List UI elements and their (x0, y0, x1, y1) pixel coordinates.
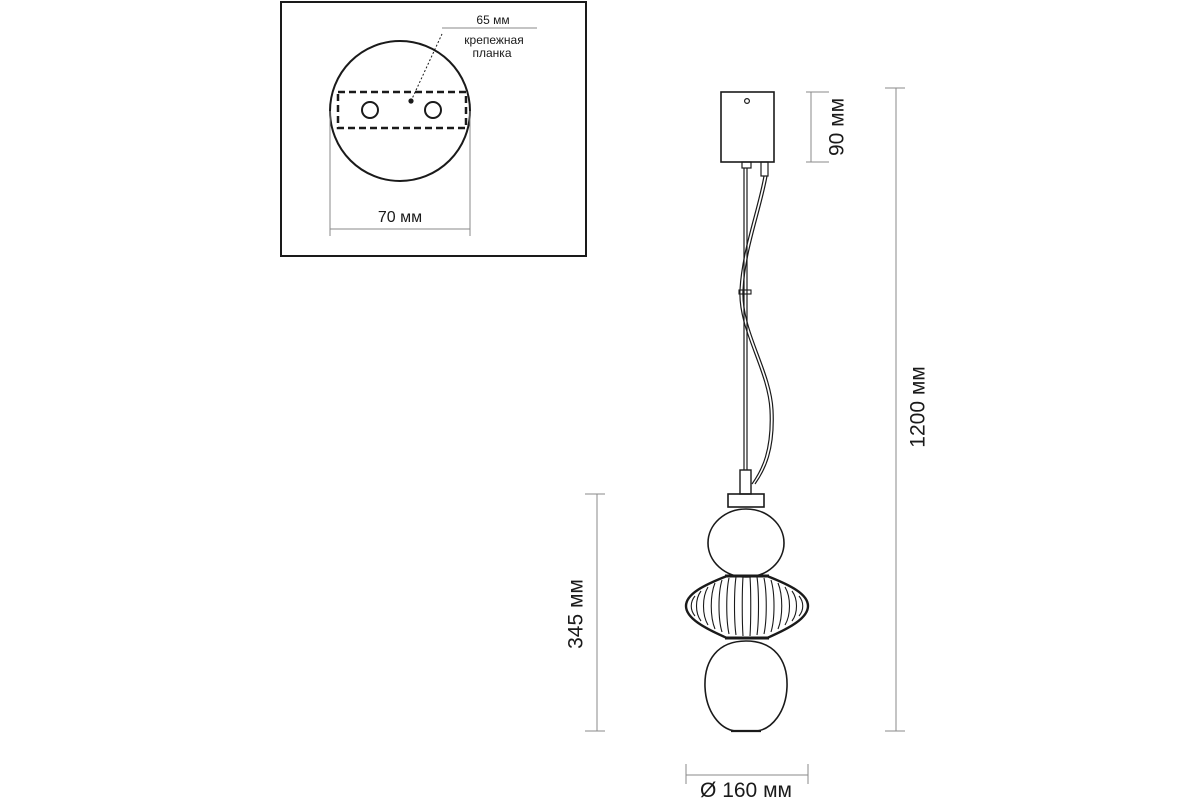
plate-name-label-line2: планка (473, 46, 512, 60)
ribbed-shade (684, 574, 810, 640)
mounting-plate (336, 90, 468, 130)
shade-height-label: 345 мм (565, 579, 588, 649)
total-height-label: 1200 мм (907, 366, 930, 447)
pendant-lamp-side-view (684, 91, 810, 733)
canopy-box (720, 91, 775, 163)
canopy-circle (329, 40, 471, 182)
upper-glass-sphere (707, 508, 785, 578)
plate-width-label: 65 мм (476, 13, 509, 27)
canopy-nub (741, 161, 752, 169)
shade-height-dimension: 345 мм (565, 493, 605, 732)
canopy-screw (743, 97, 750, 104)
cable-clamp (760, 161, 769, 177)
canopy-height-dimension: 90 мм (806, 91, 849, 163)
total-height-dimension: 1200 мм (885, 87, 930, 732)
lower-glass-bulb (704, 640, 788, 732)
canopy-diameter-label: 70 мм (378, 209, 422, 226)
shade-ribs (690, 576, 804, 637)
power-cord-2 (742, 175, 774, 485)
mounting-hole-left (361, 101, 379, 119)
mounting-hole-right (424, 101, 442, 119)
lamp-holder-stem (739, 469, 752, 495)
power-cord (739, 175, 771, 485)
shade-diameter-dimension: Ø 160 мм (685, 764, 809, 800)
cord-clip (738, 289, 752, 295)
canopy-top-view-inset: 65 мм крепежная планка 70 мм (280, 1, 587, 257)
plate-leader-line (410, 33, 443, 102)
canopy-height-label: 90 мм (826, 98, 849, 156)
plate-name-label-line1: крепежная (464, 33, 523, 47)
inset-frame (280, 1, 587, 257)
shade-diameter-label: Ø 160 мм (700, 779, 792, 800)
lamp-holder-cap (727, 493, 765, 508)
